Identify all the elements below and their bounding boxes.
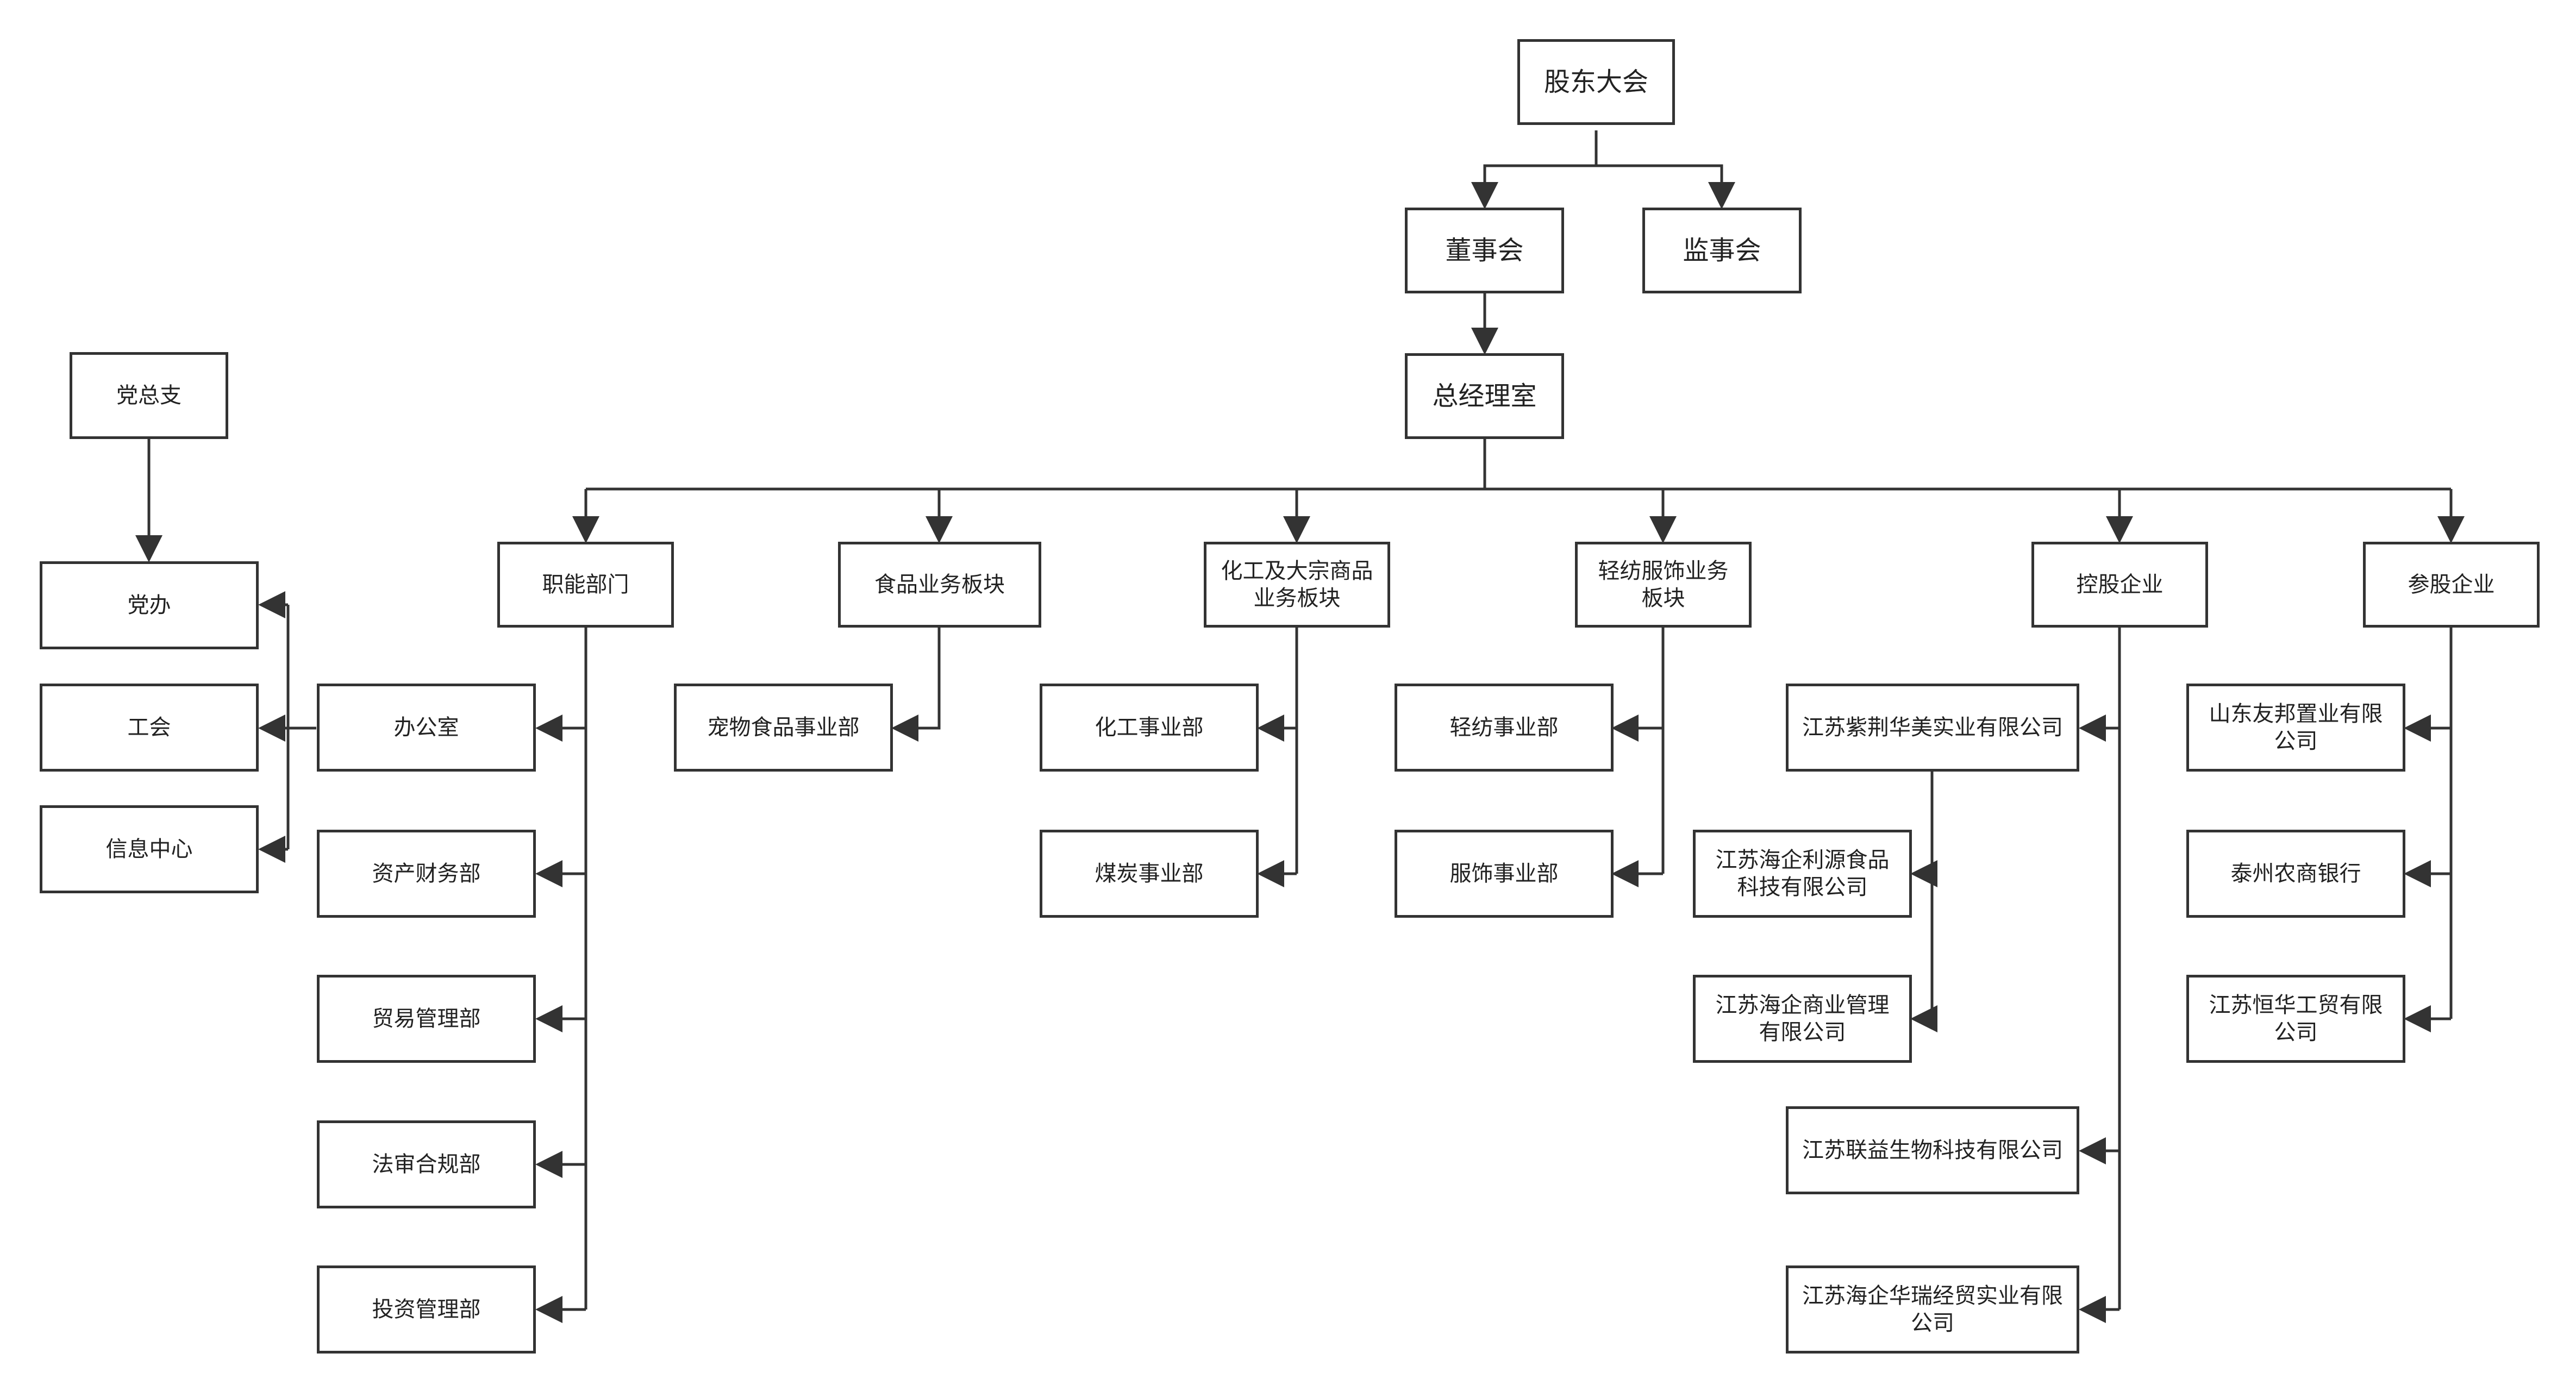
node-label: 董事会: [1445, 235, 1524, 266]
node-label: 党总支: [116, 383, 182, 408]
node-legal-compliance: 法审合规部: [317, 1120, 536, 1208]
node-liyuan-food: 江苏海企利源食品 科技有限公司: [1693, 830, 1912, 918]
node-label: 江苏海企商业管理 有限公司: [1715, 993, 1890, 1045]
node-textile-division: 轻纺事业部: [1395, 684, 1614, 772]
node-holding-companies: 控股企业: [2031, 542, 2208, 628]
node-shareholders-meeting: 股东大会: [1517, 39, 1675, 125]
node-labor-union: 工会: [40, 684, 259, 772]
node-party-branch: 党总支: [70, 352, 228, 439]
edge-shareholders-supervisors: [1596, 164, 1735, 209]
node-commerce-mgmt: 江苏海企商业管理 有限公司: [1693, 975, 1912, 1063]
node-textile-sector: 轻纺服饰业务 板块: [1575, 542, 1752, 628]
node-label: 山东友邦置业有限 公司: [2209, 701, 2383, 754]
node-label: 轻纺服饰业务 板块: [1598, 559, 1729, 611]
node-label: 江苏海企利源食品 科技有限公司: [1715, 848, 1890, 900]
node-chemical-division: 化工事业部: [1040, 684, 1259, 772]
node-label: 食品业务板块: [874, 572, 1005, 597]
node-label: 监事会: [1683, 235, 1761, 266]
node-lianyi-biotech: 江苏联益生物科技有限公司: [1786, 1106, 2079, 1194]
node-label: 服饰事业部: [1449, 861, 1559, 886]
node-gm-office: 总经理室: [1405, 353, 1564, 439]
node-party-office: 党办: [40, 561, 259, 649]
edge-food-pet: [891, 628, 941, 742]
node-label: 江苏海企华瑞经贸实业有限 公司: [1802, 1283, 2063, 1336]
node-label: 化工事业部: [1095, 715, 1204, 740]
node-participating-companies: 参股企业: [2363, 542, 2540, 628]
node-henghua-trade: 江苏恒华工贸有限 公司: [2186, 975, 2405, 1063]
node-taizhou-bank: 泰州农商银行: [2186, 830, 2405, 918]
node-label: 职能部门: [542, 572, 629, 597]
node-food-sector: 食品业务板块: [838, 542, 1041, 628]
node-label: 泰州农商银行: [2230, 861, 2361, 886]
node-label: 办公室: [393, 715, 459, 740]
node-label: 总经理室: [1432, 381, 1537, 411]
node-label: 贸易管理部: [372, 1006, 481, 1031]
node-coal-division: 煤炭事业部: [1040, 830, 1259, 918]
node-label: 控股企业: [2076, 572, 2164, 597]
node-general-office: 办公室: [317, 684, 536, 772]
node-pet-food-division: 宠物食品事业部: [674, 684, 893, 772]
node-label: 党办: [127, 593, 171, 618]
node-investment-mgmt: 投资管理部: [317, 1265, 536, 1354]
node-trade-mgmt: 贸易管理部: [317, 975, 536, 1063]
edge-shareholders-board: [1471, 130, 1598, 209]
node-label: 资产财务部: [372, 861, 481, 886]
node-label: 工会: [127, 715, 171, 740]
node-apparel-division: 服饰事业部: [1395, 830, 1614, 918]
node-label: 轻纺事业部: [1449, 715, 1559, 740]
node-supervisory-board: 监事会: [1642, 208, 1802, 293]
node-label: 宠物食品事业部: [707, 715, 860, 740]
node-label: 信息中心: [105, 837, 193, 862]
node-label: 煤炭事业部: [1095, 861, 1204, 886]
node-asset-finance: 资产财务部: [317, 830, 536, 918]
node-zijing-huamei: 江苏紫荆华美实业有限公司: [1786, 684, 2079, 772]
node-label: 化工及大宗商品 业务板块: [1221, 559, 1373, 611]
node-info-center: 信息中心: [40, 805, 259, 893]
node-huarui-trade: 江苏海企华瑞经贸实业有限 公司: [1786, 1265, 2079, 1354]
node-chemical-sector: 化工及大宗商品 业务板块: [1204, 542, 1390, 628]
node-label: 股东大会: [1543, 67, 1648, 97]
node-label: 江苏恒华工贸有限 公司: [2209, 993, 2383, 1045]
node-label: 参股企业: [2408, 572, 2495, 597]
node-functional-depts: 职能部门: [497, 542, 674, 628]
node-label: 法审合规部: [372, 1152, 481, 1177]
node-label: 投资管理部: [372, 1297, 481, 1322]
node-board-of-directors: 董事会: [1405, 208, 1564, 293]
node-label: 江苏紫荆华美实业有限公司: [1802, 715, 2063, 740]
node-label: 江苏联益生物科技有限公司: [1802, 1138, 2063, 1163]
node-youbang-realty: 山东友邦置业有限 公司: [2186, 684, 2405, 772]
